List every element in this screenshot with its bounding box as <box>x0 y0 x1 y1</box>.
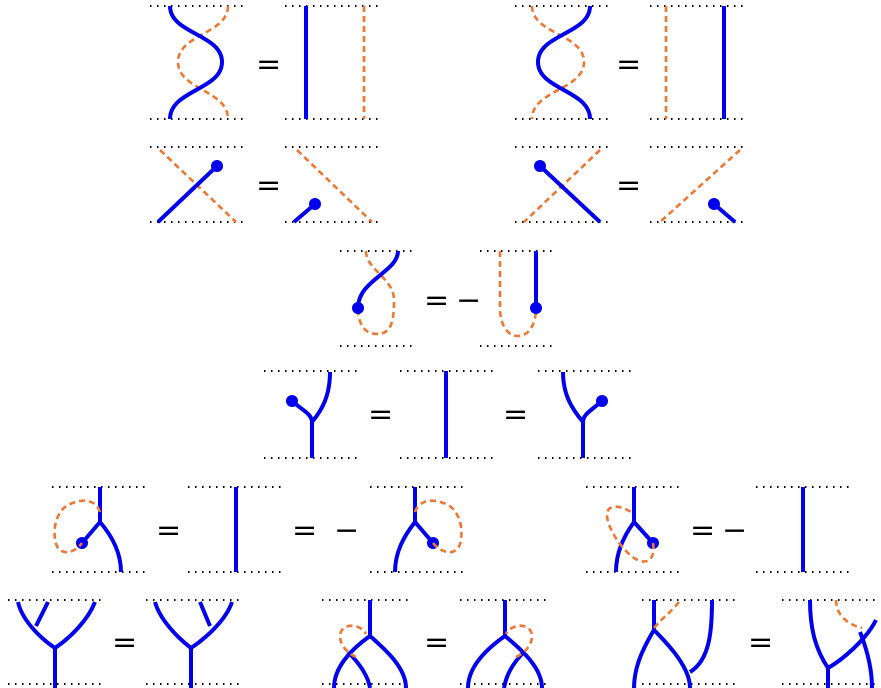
equals-sign: = <box>690 513 715 548</box>
equals-sign: = <box>424 283 449 318</box>
equals-sign: = <box>156 513 181 548</box>
equals-sign: = <box>748 625 773 660</box>
equals-sign: = <box>616 168 641 203</box>
equals-sign: = <box>292 513 317 548</box>
relation-r1-left: = <box>150 5 380 120</box>
relation-r2-right: = <box>515 146 745 224</box>
relation-r6-middle: = <box>322 599 550 688</box>
minus-sign: − <box>722 513 747 548</box>
minus-sign: − <box>456 283 481 318</box>
relation-r5-left: = = − <box>52 486 464 573</box>
relation-r6-left: = <box>8 599 240 688</box>
equals-sign: = <box>256 168 281 203</box>
relation-r4: = = <box>264 370 632 459</box>
relation-r5-right: = − <box>586 486 850 573</box>
equals-sign: = <box>424 625 449 660</box>
equals-sign: = <box>256 47 281 82</box>
equals-sign: = <box>368 397 393 432</box>
relation-r1-right: = <box>515 5 745 120</box>
relation-r6-right: = <box>632 599 878 688</box>
equals-sign: = <box>616 47 641 82</box>
minus-sign: − <box>334 513 359 548</box>
equals-sign: = <box>503 397 528 432</box>
relation-r2-left: = <box>150 146 380 224</box>
equals-sign: = <box>112 625 137 660</box>
relation-r3: = − <box>340 250 556 347</box>
